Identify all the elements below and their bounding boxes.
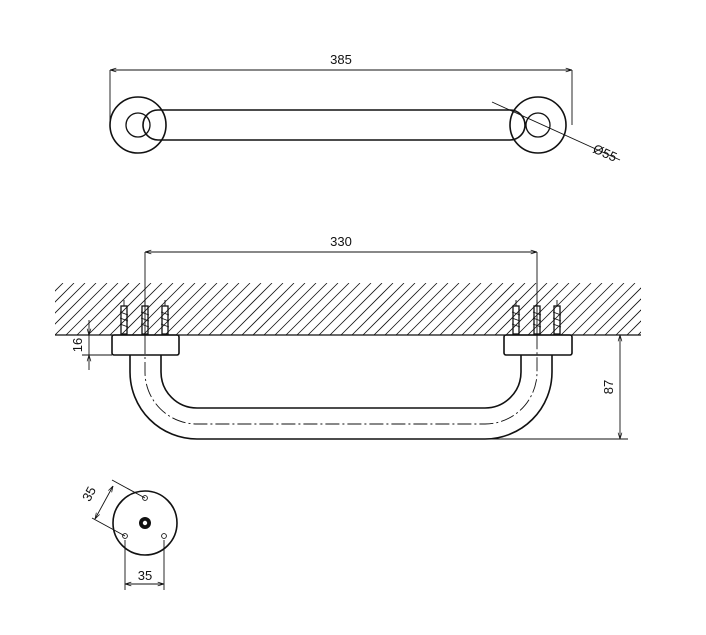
diameter-label: Ø55 xyxy=(591,141,620,165)
hatch-line xyxy=(428,283,482,335)
hatch-line xyxy=(505,283,559,335)
hatch-line xyxy=(384,283,438,335)
hatch-line xyxy=(197,283,251,335)
hatch-line xyxy=(55,283,108,335)
hatch-line xyxy=(76,283,130,335)
hatch-line xyxy=(660,283,706,335)
hatch-line xyxy=(87,283,141,335)
hatch-line xyxy=(263,283,317,335)
hatch-line xyxy=(560,283,614,335)
hatch-line xyxy=(164,283,218,335)
diag-extension-top xyxy=(111,479,146,499)
hatch-line xyxy=(55,283,97,325)
hatch-line xyxy=(395,283,449,335)
left-flange-outer xyxy=(109,96,167,154)
hatch-line xyxy=(682,283,706,335)
right-flange-inner xyxy=(525,112,551,138)
hatch-line xyxy=(55,283,64,292)
hole-offset-vertical-label: 35 xyxy=(79,484,99,504)
flange-front-view: 35 35 xyxy=(79,479,178,590)
hatch-line xyxy=(582,283,636,335)
grab-bar-centerline xyxy=(144,340,538,425)
hatch-line xyxy=(186,283,240,335)
hatch-line xyxy=(340,283,394,335)
hatch-line xyxy=(406,283,460,335)
side-view: 330 16 xyxy=(0,234,706,440)
screw-hole-right xyxy=(161,533,167,539)
hatch-line xyxy=(98,283,152,335)
left-flange-side xyxy=(111,334,180,356)
hatch-line xyxy=(450,283,504,335)
flange-front-outer xyxy=(112,490,178,556)
hatch-line xyxy=(472,283,526,335)
hatch-line xyxy=(307,283,361,335)
hatch-line xyxy=(153,283,207,335)
hatch-line xyxy=(274,283,328,335)
grab-bar-inner xyxy=(160,355,522,409)
overall-length-label: 385 xyxy=(330,52,352,67)
right-screws xyxy=(511,300,562,335)
hatch-line xyxy=(483,283,537,335)
grab-bar-top xyxy=(142,109,526,141)
flange-center-hole xyxy=(142,520,148,526)
hatch-line xyxy=(538,283,592,335)
diameter-leader xyxy=(491,101,621,161)
hatch-line xyxy=(417,283,471,335)
hatch-line xyxy=(351,283,405,335)
hatch-line xyxy=(318,283,372,335)
hatch-line xyxy=(649,283,701,335)
hatch-line xyxy=(296,283,350,335)
hatch-line xyxy=(461,283,515,335)
hatch-line xyxy=(549,283,603,335)
right-flange-outer xyxy=(509,96,567,154)
hatch-line xyxy=(439,283,493,335)
hatch-line xyxy=(230,283,284,335)
hole-offset-horizontal-label: 35 xyxy=(138,568,152,583)
hatch-line xyxy=(593,287,641,335)
hatch-line xyxy=(494,283,548,335)
hatch-line xyxy=(637,331,641,335)
left-flange-inner xyxy=(125,112,151,138)
thickness-label: 16 xyxy=(70,338,85,352)
screw-hole-left xyxy=(122,533,128,539)
hatch-line xyxy=(362,283,416,335)
hatch-line xyxy=(626,320,641,335)
top-view: 385 Ø55 xyxy=(109,52,621,165)
hatch-line xyxy=(252,283,306,335)
hatch-line xyxy=(55,283,75,303)
hatch-line xyxy=(55,283,86,314)
hatch-line xyxy=(120,283,174,335)
hatch-line xyxy=(329,283,383,335)
hatch-line xyxy=(109,283,163,335)
mounting-centers-label: 330 xyxy=(330,234,352,249)
screw-hole-top xyxy=(142,495,148,501)
right-flange-side xyxy=(503,334,573,356)
hatch-line xyxy=(615,309,641,335)
hatch-line xyxy=(285,283,339,335)
hatch-line xyxy=(65,283,119,335)
hatch-line xyxy=(0,283,52,335)
hatch-line xyxy=(516,283,570,335)
hatch-line xyxy=(208,283,262,335)
hatch-line xyxy=(671,283,706,335)
left-screws xyxy=(119,300,170,335)
hatch-line xyxy=(604,298,641,335)
hatch-line xyxy=(175,283,229,335)
hatch-line xyxy=(373,283,427,335)
projection-label: 87 xyxy=(601,380,616,394)
wall-hatching xyxy=(0,283,706,335)
hatch-line xyxy=(571,283,625,335)
hatch-line xyxy=(241,283,295,335)
hatch-line xyxy=(131,283,185,335)
diag-dimension-line xyxy=(95,486,113,519)
hatch-line xyxy=(142,283,196,335)
diag-extension-bottom xyxy=(91,517,126,537)
grab-bar-outer xyxy=(129,355,553,440)
hatch-line xyxy=(693,283,706,335)
hatch-line xyxy=(219,283,273,335)
